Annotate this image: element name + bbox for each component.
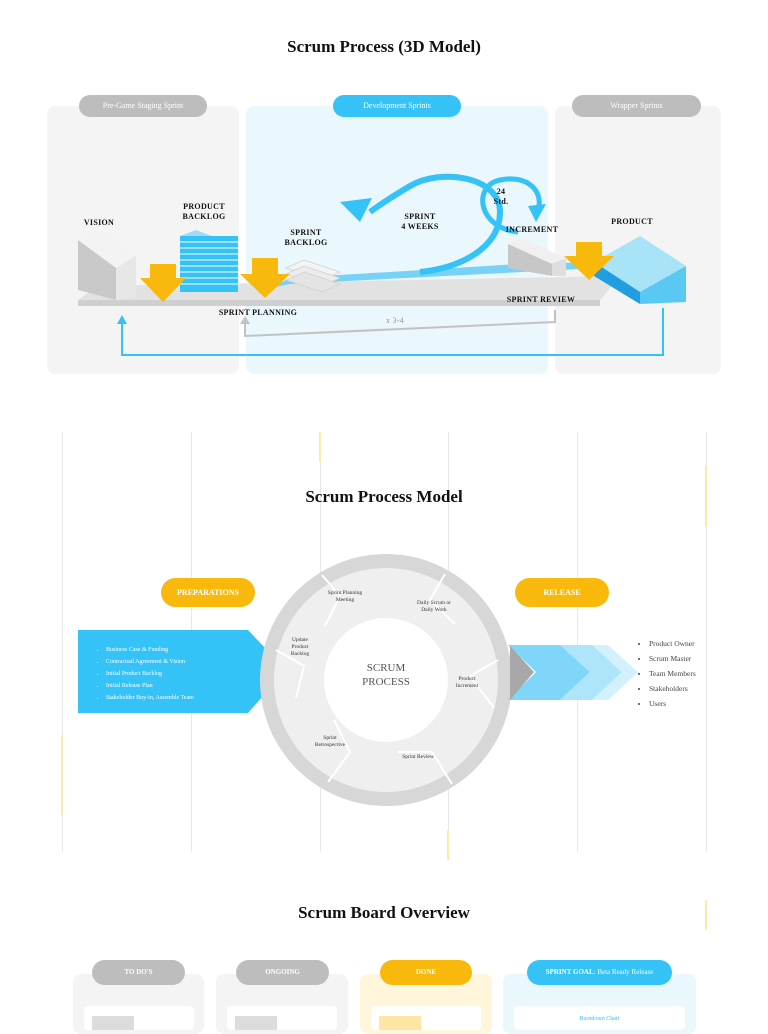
phase-pill-development: Development Sprints (333, 95, 461, 117)
feedback-loop-arrowhead (117, 315, 127, 324)
preparations-list: Business Case & Funding Contractual Agre… (92, 644, 286, 704)
role-item: Stakeholders (649, 681, 729, 696)
burndown-label: Burndown Chart (579, 1016, 620, 1022)
sprint-loop-arrowhead (340, 198, 372, 222)
role-item: Scrum Master (649, 651, 729, 666)
burndown-card: Burndown Chart (514, 1006, 685, 1030)
feedback-loop (121, 308, 664, 356)
yellow-arrow-1 (140, 264, 186, 302)
board-pill-done: DONE (380, 960, 472, 985)
model3d-drawing (78, 173, 686, 356)
repeat-loop (244, 310, 556, 338)
board-pill-ongoing: ONGOING (236, 960, 329, 985)
release-chevron-3 (592, 645, 638, 700)
label-24-hours: 24 Std. (493, 187, 509, 206)
phase-pill-wrapper: Wrapper Sprints (572, 95, 701, 117)
sprint-goal-value: : Beta Ready Release (593, 968, 654, 976)
grid-accent (447, 830, 449, 860)
role-item: Users (649, 696, 729, 711)
board-title: Scrum Board Overview (298, 903, 470, 922)
daily-loop (480, 176, 542, 235)
increment-box-top (508, 238, 566, 264)
grid-accent (705, 466, 707, 526)
phase-pill-pregame: Pre-Game Staging Sprint (79, 95, 207, 117)
release-chevron-1 (508, 645, 590, 700)
wheel-step-sprint-review: Sprint Review (402, 754, 434, 760)
yellow-arrow-2 (240, 258, 290, 298)
process-model-title: Scrum Process Model (305, 487, 463, 506)
wheel-step-update-backlog: Update Product Backlog (290, 637, 310, 657)
label-vision: VISION (83, 218, 115, 227)
product-backlog-stack (180, 230, 238, 292)
preparations-pill: PREPARATIONS (161, 578, 255, 607)
yellow-arrow-3 (564, 242, 614, 280)
role-item: Team Members (649, 666, 729, 681)
preparations-item: Contractual Agreement & Vision (106, 656, 286, 668)
label-product: PRODUCT (611, 217, 653, 226)
preparations-item: Stakeholder Buy-in, Assemble Team (106, 692, 286, 704)
label-product-backlog: PRODUCT BACKLOG (182, 202, 226, 221)
wheel-step-product-increment: Product Increment (455, 676, 479, 689)
wheel-arrowhead (510, 646, 534, 700)
preparations-item: Initial Product Backlog (106, 668, 286, 680)
wheel-dividers (275, 573, 499, 785)
repeat-loop-arrowhead (240, 316, 250, 324)
process-wheel-drawing (78, 554, 638, 806)
product-block-top (594, 236, 686, 292)
model3d-title: Scrum Process (3D Model) (287, 37, 481, 56)
increment-box-right (552, 258, 566, 276)
grid-line (62, 432, 63, 852)
increment-box-left (508, 244, 552, 276)
sprint-backlog-stack (284, 259, 342, 293)
label-sprint-weeks: SPRINT 4 WEEKS (401, 212, 439, 231)
grid-line (577, 432, 578, 852)
role-item: Product Owner (649, 636, 729, 651)
task-card-tag (92, 1016, 134, 1030)
label-repeat: x 3-4 (385, 316, 405, 325)
vision-cube-left (78, 240, 116, 300)
task-card-tag (235, 1016, 277, 1030)
product-block-left (594, 262, 640, 304)
wheel-center-label: SCRUM PROCESS (362, 662, 410, 688)
label-sprint-review: SPRINT REVIEW (506, 295, 576, 304)
vision-cube-top (78, 228, 136, 268)
grid-line (706, 432, 707, 852)
release-roles-list: Product Owner Scrum Master Team Members … (637, 636, 729, 711)
product-block-right (640, 266, 686, 304)
daily-loop-arrowhead (528, 204, 546, 222)
wheel-center (324, 618, 448, 742)
release-pill: RELEASE (515, 578, 609, 607)
task-card (227, 1006, 337, 1030)
platform-front (78, 300, 600, 306)
grid-accent (705, 900, 707, 930)
sprint-goal-label: SPRINT GOAL (545, 968, 594, 976)
release-chevron-2 (560, 645, 622, 700)
preparations-arrow (78, 630, 286, 713)
label-sprint-backlog: SPRINT BACKLOG (284, 228, 328, 247)
label-sprint-planning: SPRINT PLANNING (218, 308, 298, 317)
board-pill-sprint-goal: SPRINT GOAL: Beta Ready Release (527, 960, 672, 985)
task-card (371, 1006, 481, 1030)
preparations-item: Business Case & Funding (106, 644, 286, 656)
grid-accent (61, 735, 63, 815)
grid-accent (319, 432, 321, 462)
wheel-step-daily-scrum: Daily Scrum or Daily Work (417, 600, 451, 613)
label-increment: INCREMENT (505, 225, 559, 234)
platform-top (78, 276, 620, 300)
preparations-item: Initial Release Plan (106, 680, 286, 692)
wheel-step-sprint-retrospective: Sprint Retrospective (314, 735, 346, 748)
vision-cube-right (116, 256, 136, 300)
sprint-loop (368, 173, 504, 275)
task-card (84, 1006, 194, 1030)
board-pill-todo: TO DO'S (92, 960, 185, 985)
task-card-tag (379, 1016, 421, 1030)
wheel-step-sprint-planning: Sprint Planning Meeting (327, 590, 363, 603)
